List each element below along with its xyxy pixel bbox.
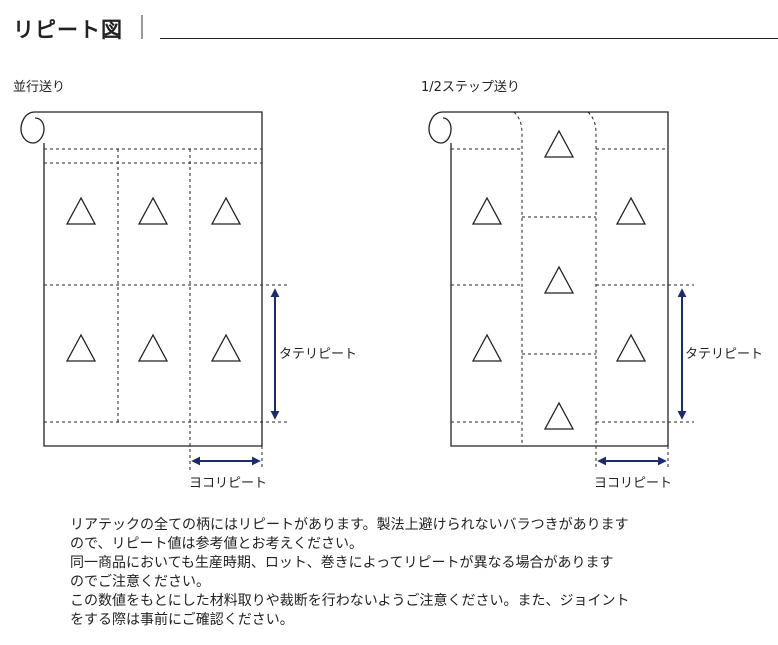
- notice-line: ので、リピート値は参考値とお考えください。: [70, 536, 364, 552]
- wallpaper-roll-half-step: [428, 111, 669, 447]
- triangle-motif: [543, 265, 575, 294]
- triangle-motif: [65, 196, 97, 225]
- page-title: リピート図: [13, 18, 123, 42]
- triangle-motif: [543, 401, 575, 430]
- triangle-motif: [210, 333, 242, 362]
- triangle-motif: [615, 333, 647, 362]
- notice-line: 同一商品においても生産時期、ロット、巻きによってリピートが異なる場合があります: [70, 555, 614, 571]
- title-divider: [141, 15, 143, 39]
- notice-line: のでご注意ください。: [70, 574, 210, 590]
- triangle-motif: [210, 196, 242, 225]
- triangle-motif: [137, 196, 169, 225]
- horizontal-repeat-label: ヨコリピート: [594, 476, 672, 491]
- notice-line: をする際は事前にご確認ください。: [70, 612, 294, 628]
- vertical-repeat-label: タテリピート: [685, 347, 763, 362]
- triangle-motif: [543, 129, 575, 158]
- notice-line: この数値をもとにした材料取りや裁断を行わないようご注意ください。また、ジョイント: [70, 593, 630, 609]
- motif-triangles-half-step: [471, 129, 647, 430]
- wallpaper-roll-parallel: [20, 111, 263, 447]
- diagram-heading-parallel: 並行送り: [13, 80, 66, 95]
- triangle-motif: [471, 333, 503, 362]
- triangle-motif: [471, 196, 503, 225]
- notice-line: リアテックの全ての柄にはリピートがあります。製法上避けられないバラつきがあります: [70, 517, 629, 533]
- grid-lines-half-step: [451, 111, 694, 470]
- motif-triangles-parallel: [65, 196, 242, 362]
- grid-lines-parallel: [44, 148, 288, 470]
- repeat-notice: リアテックの全ての柄にはリピートがあります。製法上避けられないバラつきがあります…: [70, 516, 760, 630]
- triangle-motif: [615, 196, 647, 225]
- triangle-motif: [137, 333, 169, 362]
- triangle-motif: [65, 333, 97, 362]
- diagram-heading-half-step: 1/2ステップ送り: [421, 80, 520, 95]
- vertical-repeat-label: タテリピート: [279, 347, 357, 362]
- horizontal-repeat-label: ヨコリピート: [189, 476, 267, 491]
- title-underline: [160, 38, 778, 39]
- repeat-diagrams: タテリピート ヨコリピート タテリピート ヨコリピート: [20, 111, 763, 491]
